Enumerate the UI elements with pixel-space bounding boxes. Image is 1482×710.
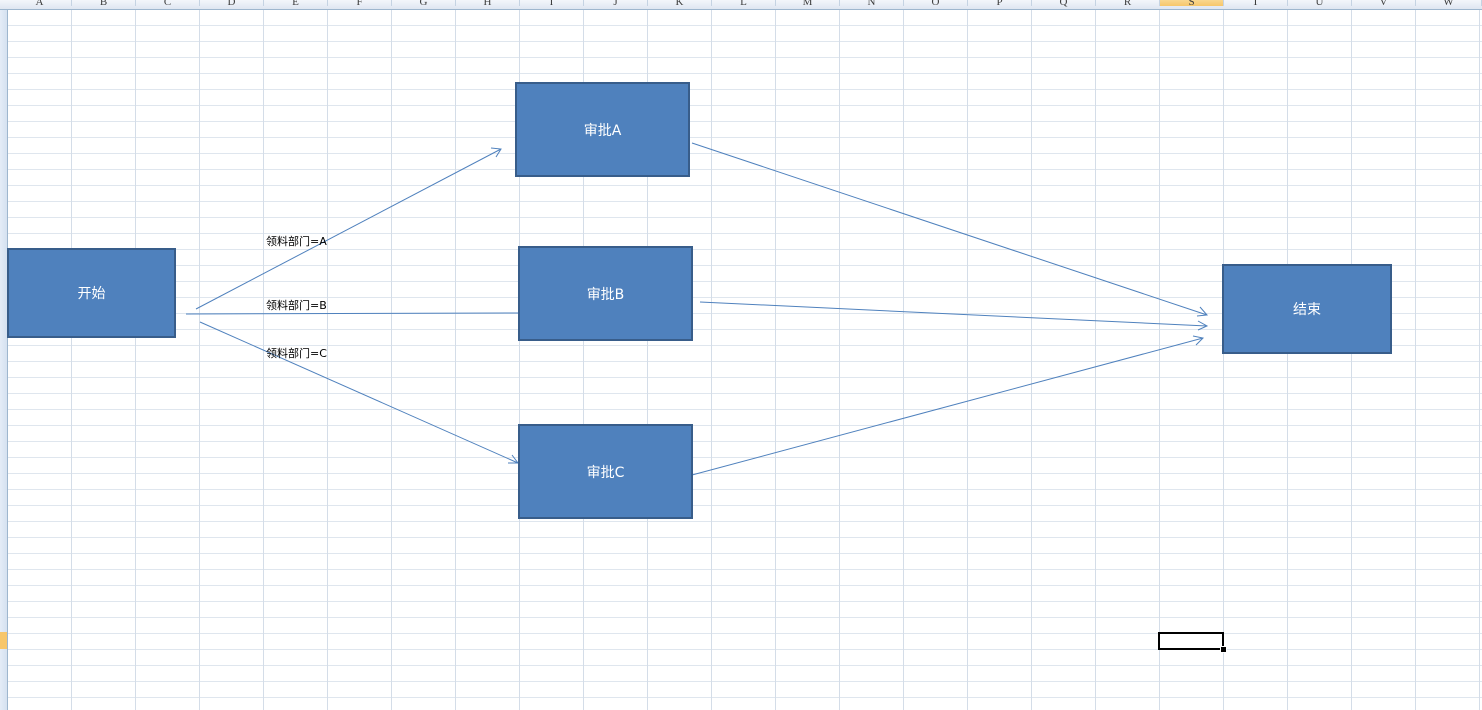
connector-approve-b-to-end[interactable] [699, 301, 1208, 327]
arrowhead-end-from-a [1196, 306, 1209, 317]
column-header-p[interactable]: P [968, 0, 1032, 8]
connector-start-to-approve-b[interactable] [185, 312, 519, 315]
column-header-t[interactable]: T [1224, 0, 1288, 8]
edge-label-to-b[interactable]: 领料部门=B [266, 299, 327, 312]
connector-start-to-approve-a[interactable] [195, 148, 502, 310]
connector-approve-a-to-end[interactable] [691, 142, 1208, 316]
column-header-m[interactable]: M [776, 0, 840, 8]
approve-c-shape[interactable]: 审批C [518, 424, 693, 519]
column-header-f[interactable]: F [328, 0, 392, 8]
column-header-k[interactable]: K [648, 0, 712, 8]
cell-grid[interactable] [8, 10, 1482, 710]
row-header-bar[interactable] [0, 10, 8, 710]
arrowhead-end-from-b [1197, 320, 1209, 331]
column-header-j[interactable]: J [584, 0, 648, 8]
column-header-b[interactable]: B [72, 0, 136, 8]
column-header-u[interactable]: U [1288, 0, 1352, 8]
arrowhead-end-from-c [1192, 335, 1205, 346]
column-header-c[interactable]: C [136, 0, 200, 8]
column-header-e[interactable]: E [264, 0, 328, 8]
column-header-n[interactable]: N [840, 0, 904, 8]
column-header-a[interactable]: A [8, 0, 72, 8]
end-shape-label: 结束 [1293, 302, 1321, 318]
column-header-d[interactable]: D [200, 0, 264, 8]
column-header-bar: A B C D E F G H I J K L M N O P Q R S T … [0, 0, 1482, 10]
approve-a-shape[interactable]: 审批A [515, 82, 690, 177]
column-header-i[interactable]: I [520, 0, 584, 8]
approve-c-shape-label: 审批C [586, 464, 625, 481]
start-shape-label: 开始 [77, 286, 106, 302]
column-header-r[interactable]: R [1096, 0, 1160, 8]
column-header-g[interactable]: G [392, 0, 456, 8]
edge-label-to-c[interactable]: 领料部门=C [266, 347, 327, 360]
column-header-s[interactable]: S [1160, 0, 1224, 8]
edge-label-to-a[interactable]: 领料部门=A [266, 235, 327, 248]
active-cell[interactable] [1158, 632, 1227, 653]
approve-b-shape-label: 审批B [586, 286, 625, 303]
approve-b-shape[interactable]: 审批B [518, 246, 693, 341]
column-header-q[interactable]: Q [1032, 0, 1096, 8]
start-shape[interactable]: 开始 [7, 248, 176, 338]
column-header-l[interactable]: L [712, 0, 776, 8]
selected-row-marker[interactable] [0, 632, 7, 649]
end-shape[interactable]: 结束 [1222, 264, 1392, 354]
arrowhead-approve-a [490, 147, 502, 158]
column-header-v[interactable]: V [1352, 0, 1416, 8]
connector-start-to-approve-c[interactable] [199, 321, 519, 464]
connector-approve-c-to-end[interactable] [691, 337, 1204, 476]
column-header-h[interactable]: H [456, 0, 520, 8]
column-header-o[interactable]: O [904, 0, 968, 8]
approve-a-shape-label: 审批A [583, 122, 622, 139]
